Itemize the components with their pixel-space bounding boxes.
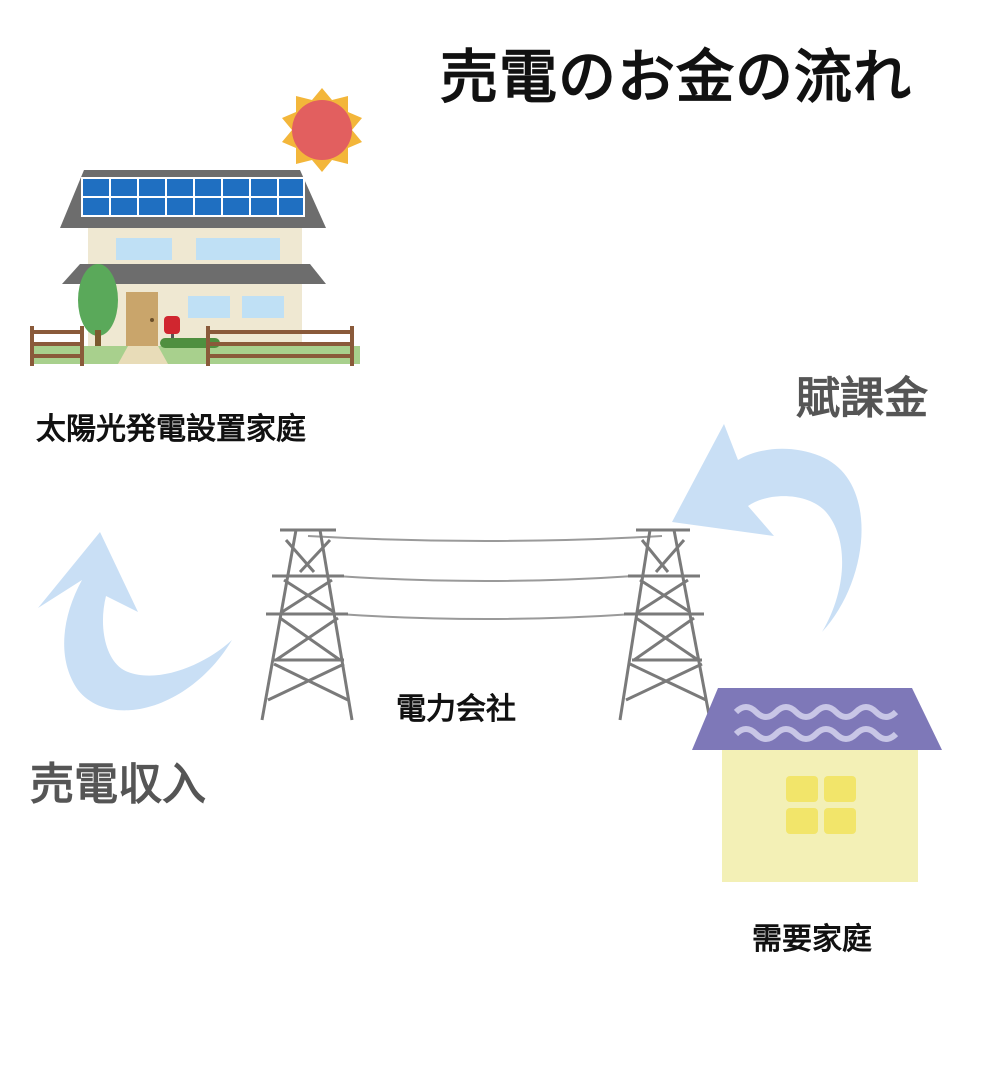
solar-home-label: 太陽光発電設置家庭 xyxy=(36,412,306,447)
surcharge-label: 賦課金 xyxy=(796,373,928,424)
left-pylon-icon xyxy=(260,528,354,721)
power-company-label: 電力会社 xyxy=(396,692,516,727)
power-lines xyxy=(307,535,663,620)
right-pylon-icon xyxy=(618,528,712,721)
diagram-title: 売電のお金の流れ xyxy=(440,43,913,111)
sale-income-label: 売電収入 xyxy=(30,759,206,810)
solar-house-icon xyxy=(30,170,360,366)
consumer-home-label: 需要家庭 xyxy=(752,922,872,957)
sale-income-arrow xyxy=(38,532,232,711)
surcharge-arrow xyxy=(672,424,862,632)
consumer-house-icon xyxy=(692,688,942,882)
sun-icon xyxy=(282,88,362,172)
